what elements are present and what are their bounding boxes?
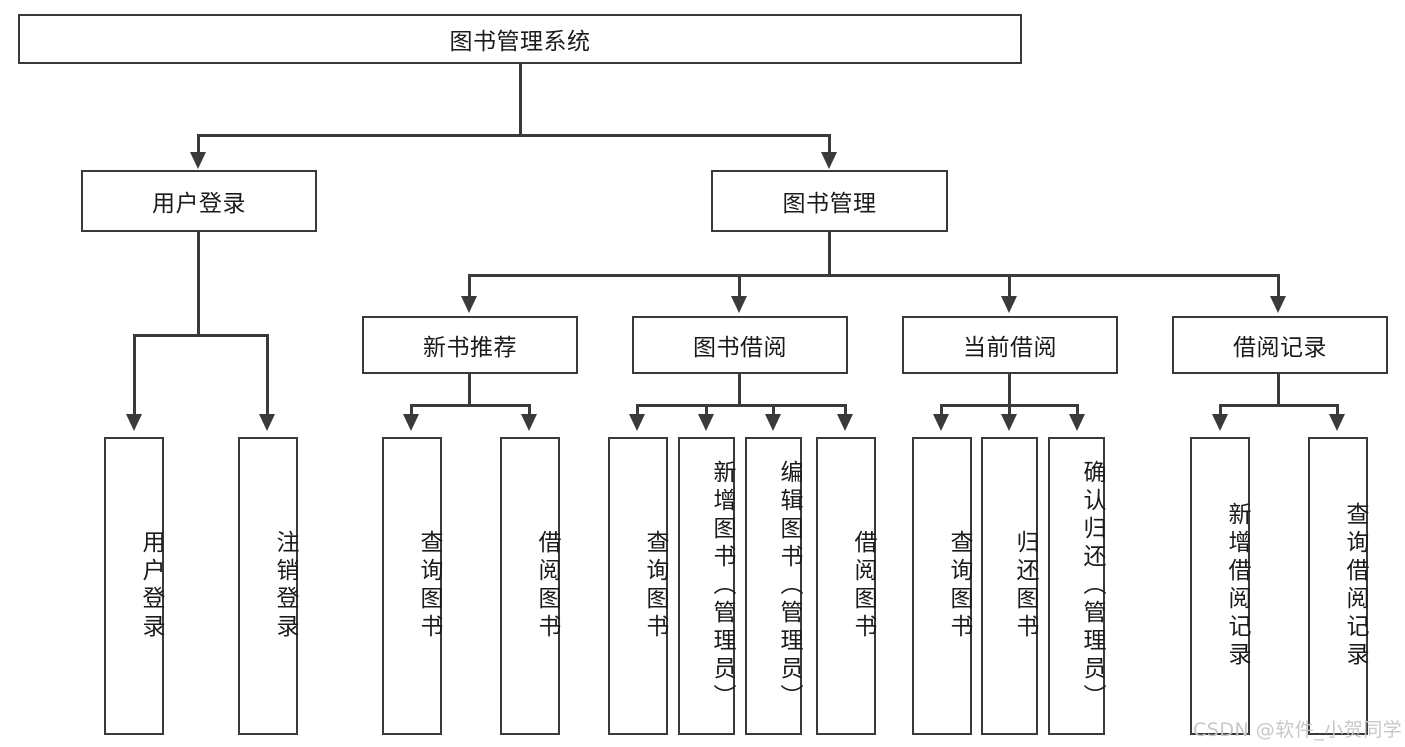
leaf-query-book-recommend[interactable]: 查询图书 [382, 437, 442, 735]
node-label: 借阅图书 [534, 530, 560, 642]
arrow-to-leaf-query-record [1329, 414, 1345, 431]
connector-to-new-book [468, 274, 471, 298]
leaf-add-book-admin[interactable]: 新增图书（管理员） [678, 437, 735, 735]
arrow-to-leaf-user-login [126, 414, 142, 431]
node-label: 查询图书 [946, 530, 972, 642]
node-label: 借阅图书 [850, 530, 876, 642]
connector-book-mgmt-trunk [828, 232, 831, 276]
arrow-to-leaf-borrow-book-1 [521, 414, 537, 431]
connector-borrow-record-trunk [1277, 374, 1280, 406]
node-label: 查询借阅记录 [1342, 502, 1368, 670]
connector-to-current-borrow [1008, 274, 1011, 298]
node-label: 归还图书 [1012, 530, 1038, 642]
node-label: 确认归还（管理员） [1079, 460, 1105, 712]
arrow-to-borrow-record [1270, 296, 1286, 313]
leaf-query-book-borrow[interactable]: 查询图书 [608, 437, 668, 735]
connector-current-borrow-leaf1 [940, 404, 943, 416]
connector-current-borrow-leaf3 [1076, 404, 1079, 416]
connector-book-borrow-leaf2 [705, 404, 708, 416]
node-new-book-recommend[interactable]: 新书推荐 [362, 316, 578, 374]
arrow-to-book-mgmt [821, 152, 837, 169]
arrow-to-leaf-edit-book [765, 414, 781, 431]
arrow-to-leaf-add-book [698, 414, 714, 431]
arrow-to-leaf-confirm-return [1069, 414, 1085, 431]
connector-root-trunk [519, 64, 522, 135]
leaf-borrow-book[interactable]: 借阅图书 [816, 437, 876, 735]
leaf-confirm-return-admin[interactable]: 确认归还（管理员） [1048, 437, 1105, 735]
leaf-return-book[interactable]: 归还图书 [981, 437, 1038, 735]
arrow-to-new-book [461, 296, 477, 313]
leaf-query-borrow-record[interactable]: 查询借阅记录 [1308, 437, 1368, 735]
connector-current-borrow-leaf2 [1008, 404, 1011, 416]
arrow-to-leaf-query-book-3 [933, 414, 949, 431]
watermark-csdn: CSDN @软件_小贺同学 [1193, 719, 1403, 741]
connector-to-book-borrow [738, 274, 741, 298]
leaf-edit-book-admin[interactable]: 编辑图书（管理员） [745, 437, 802, 735]
connector-new-book-leaf2 [528, 404, 531, 416]
arrow-to-leaf-add-record [1212, 414, 1228, 431]
node-label: 新增图书（管理员） [709, 460, 735, 712]
node-borrow-record[interactable]: 借阅记录 [1172, 316, 1388, 374]
arrow-to-leaf-query-book-2 [629, 414, 645, 431]
node-label: 用户登录 [152, 191, 246, 217]
connector-user-login-trunk [197, 232, 200, 336]
connector-new-book-bar [410, 404, 531, 407]
connector-new-book-leaf1 [410, 404, 413, 416]
connector-root-bar [197, 134, 831, 137]
arrow-to-book-borrow [731, 296, 747, 313]
connector-borrow-record-leaf2 [1336, 404, 1339, 416]
leaf-user-login[interactable]: 用户登录 [104, 437, 164, 735]
connector-borrow-record-bar [1219, 404, 1339, 407]
node-label: 查询图书 [416, 530, 442, 642]
connector-borrow-record-leaf1 [1219, 404, 1222, 416]
connector-book-borrow-leaf4 [844, 404, 847, 416]
leaf-query-book-current[interactable]: 查询图书 [912, 437, 972, 735]
connector-book-borrow-leaf3 [772, 404, 775, 416]
connector-book-borrow-trunk [738, 374, 741, 406]
connector-current-borrow-trunk [1008, 374, 1011, 406]
arrow-to-current-borrow [1001, 296, 1017, 313]
connector-book-mgmt-bar [468, 274, 1280, 277]
arrow-to-user-login [190, 152, 206, 169]
node-label: 借阅记录 [1233, 335, 1327, 361]
connector-root-to-book-mgmt [828, 134, 831, 154]
node-label: 注销登录 [272, 530, 298, 642]
connector-to-borrow-record [1277, 274, 1280, 298]
node-label: 图书管理 [782, 191, 877, 217]
arrow-to-leaf-query-book-1 [403, 414, 419, 431]
node-label: 图书借阅 [693, 335, 787, 361]
connector-root-to-user-login [197, 134, 200, 154]
connector-user-login-leaf1 [133, 334, 136, 416]
connector-user-login-bar [133, 334, 269, 337]
node-book-management[interactable]: 图书管理 [711, 170, 948, 232]
connector-book-borrow-leaf1 [636, 404, 639, 416]
connector-book-borrow-bar [636, 404, 847, 407]
node-label: 图书管理系统 [449, 29, 591, 55]
node-label: 编辑图书（管理员） [776, 460, 802, 712]
node-label: 新增借阅记录 [1224, 502, 1250, 670]
node-root-system[interactable]: 图书管理系统 [18, 14, 1022, 64]
node-label: 用户登录 [138, 530, 164, 642]
connector-user-login-leaf2 [266, 334, 269, 416]
node-label: 查询图书 [642, 530, 668, 642]
arrow-to-leaf-logout [259, 414, 275, 431]
node-current-borrow[interactable]: 当前借阅 [902, 316, 1118, 374]
arrow-to-leaf-borrow-book-2 [837, 414, 853, 431]
node-user-login[interactable]: 用户登录 [81, 170, 317, 232]
leaf-logout[interactable]: 注销登录 [238, 437, 298, 735]
node-label: 当前借阅 [963, 335, 1057, 361]
node-book-borrow[interactable]: 图书借阅 [632, 316, 848, 374]
leaf-add-borrow-record[interactable]: 新增借阅记录 [1190, 437, 1250, 735]
leaf-borrow-book-recommend[interactable]: 借阅图书 [500, 437, 560, 735]
node-label: 新书推荐 [423, 335, 517, 361]
connector-new-book-trunk [468, 374, 471, 406]
arrow-to-leaf-return-book [1001, 414, 1017, 431]
